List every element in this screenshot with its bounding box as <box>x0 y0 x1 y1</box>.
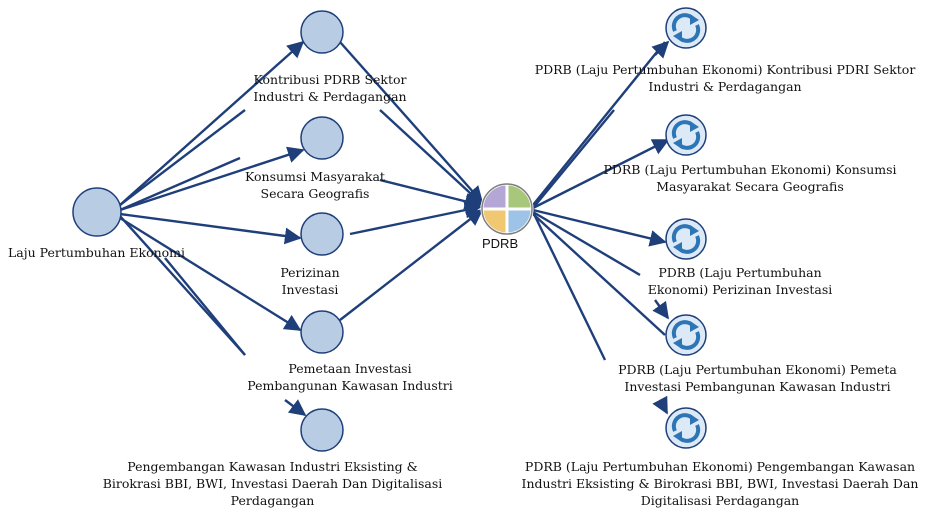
edge-center-out-3 <box>532 208 667 247</box>
edge-into-out-1 <box>651 40 670 59</box>
edge-center-out-2 <box>532 138 670 210</box>
refresh-icon-4 <box>665 314 707 356</box>
middle-label-3: Perizinan Investasi <box>280 265 340 297</box>
edge-center-out-1 <box>532 41 666 206</box>
edge-center-out-4-fan <box>531 211 607 361</box>
refresh-icon-1 <box>665 7 707 49</box>
refresh-icon-5 <box>665 407 707 449</box>
edge-into-out-5 <box>652 395 669 415</box>
edge-source-mid-2 <box>119 146 305 212</box>
refresh-icon-2 <box>665 114 707 156</box>
edge-mid1-center <box>339 41 484 204</box>
middle-node-3 <box>300 212 344 256</box>
source-label: Laju Pertumbuhan Ekonomi <box>8 245 186 260</box>
edge-source-mid-4 <box>119 216 302 332</box>
pdrb-pie-icon <box>480 182 534 236</box>
edge-into-out-4 <box>652 299 669 320</box>
output-label-3: PDRB (Laju Pertumbuhan Ekonomi) Perizina… <box>647 265 833 297</box>
output-label-4: PDRB (Laju Pertumbuhan Ekonomi) Pemeta I… <box>618 362 897 394</box>
edges <box>119 40 670 417</box>
middle-label-1: Kontribusi PDRB Sektor Industri & Perdag… <box>253 72 407 104</box>
output-label-2: PDRB (Laju Pertumbuhan Ekonomi) Konsumsi… <box>603 162 897 194</box>
edge-source-fan-4 <box>164 257 246 356</box>
middle-label-5: Pengembangan Kawasan Industri Eksisting … <box>102 459 443 508</box>
edge-mid2-center <box>379 178 482 210</box>
edge-source-mid-3 <box>119 212 302 245</box>
edge-center-out-1-fan <box>532 109 615 209</box>
edge-mid3-center <box>349 201 482 236</box>
refresh-icon-3 <box>665 218 707 260</box>
pdrb-label: PDRB <box>482 236 519 251</box>
middle-node-4 <box>300 310 344 354</box>
middle-label-2: Konsumsi Masyarakat Secara Geografis <box>245 169 385 201</box>
middle-node-1 <box>300 10 344 54</box>
nodes <box>72 7 707 452</box>
source-node <box>72 187 122 237</box>
edge-source-fan-3 <box>119 215 246 356</box>
middle-label-4: Pemetaan Investasi Pembangunan Kawasan I… <box>247 361 453 393</box>
output-label-1: PDRB (Laju Pertumbuhan Ekonomi) Kontribu… <box>534 62 916 94</box>
middle-node-2 <box>300 116 344 160</box>
edge-center-out-3-fan <box>532 210 641 277</box>
edge-label1-center <box>379 109 484 206</box>
edge-source-fan-1 <box>119 109 246 206</box>
edge-mid4-center <box>339 208 484 321</box>
edge-source-fan-2 <box>119 156 241 212</box>
output-label-5: PDRB (Laju Pertumbuhan Ekonomi) Pengemba… <box>521 459 919 508</box>
edge-source-mid-1 <box>119 40 305 206</box>
edge-mid4-mid5 <box>284 399 307 417</box>
edge-center-out-4 <box>532 213 666 336</box>
middle-node-5 <box>300 408 344 452</box>
